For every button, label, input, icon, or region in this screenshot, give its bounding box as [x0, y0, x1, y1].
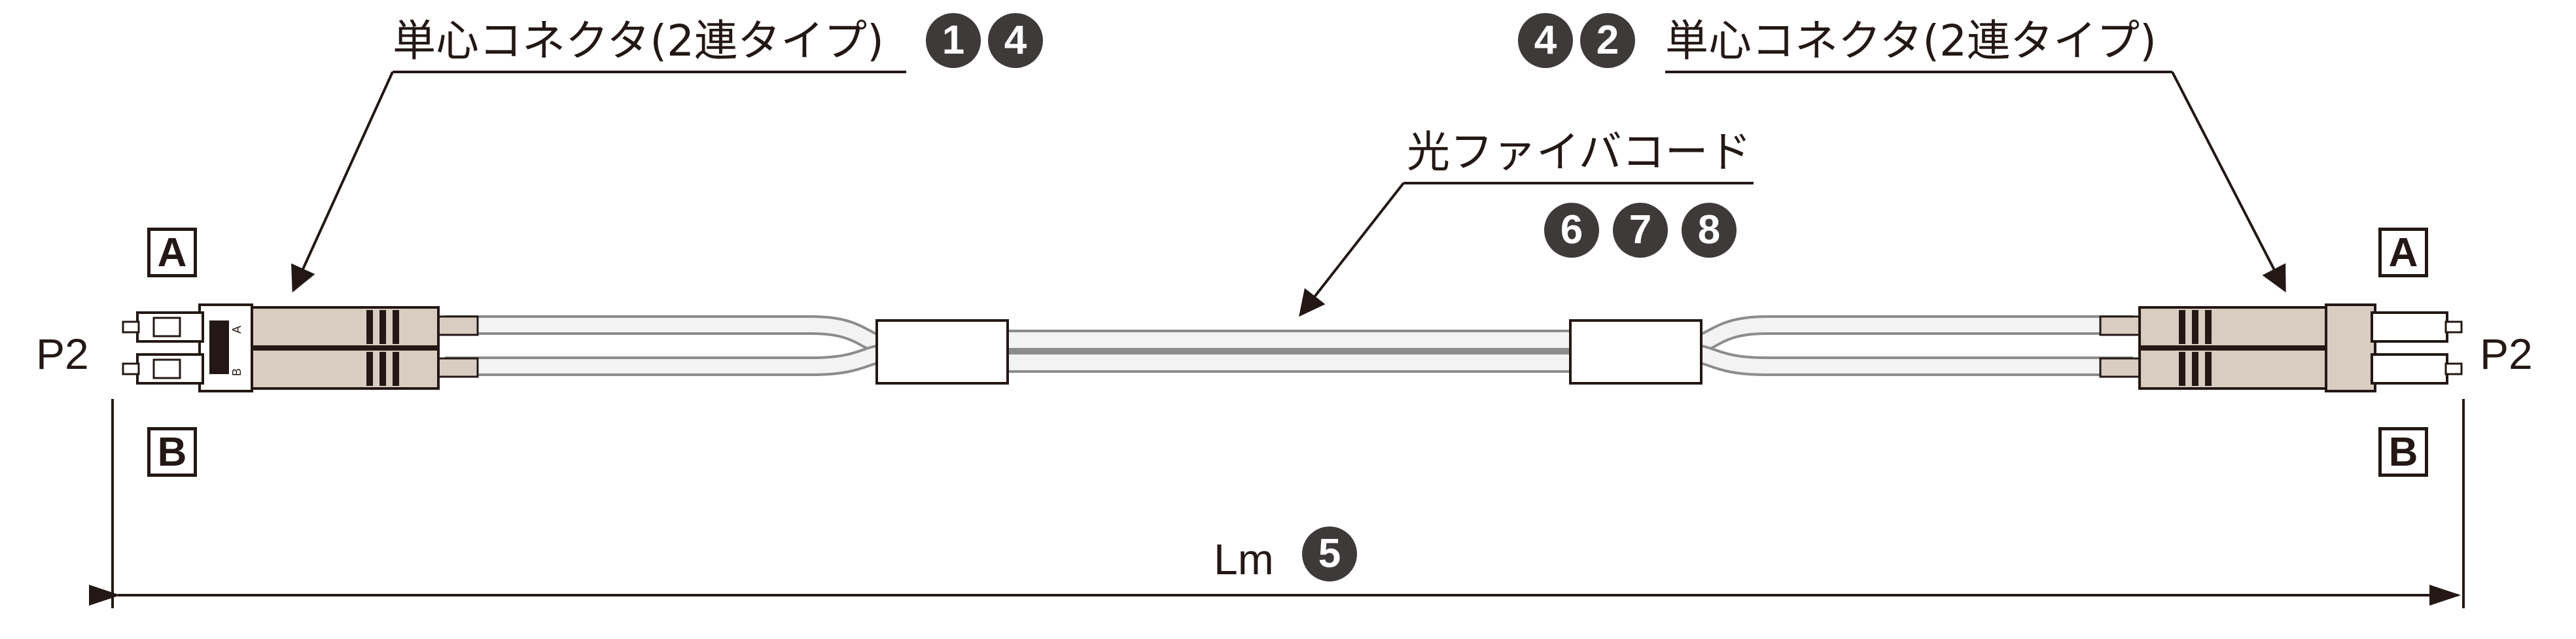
- dimension-line: [89, 399, 2465, 608]
- channel-b-right: B: [2378, 427, 2428, 477]
- badge-length: 5: [1302, 527, 1357, 581]
- port-right-label: P2: [2480, 330, 2533, 378]
- channel-a-left: A: [147, 228, 197, 277]
- plug-mark-b: B: [230, 368, 243, 376]
- badge-left-1: 1: [926, 13, 981, 68]
- connector-right: [2099, 303, 2463, 392]
- connector-left-label: 単心コネクタ(2連タイプ): [393, 16, 884, 66]
- splitter-sleeve-left: [875, 319, 1009, 385]
- splitter-sleeve-right: [1569, 319, 1703, 385]
- plug-mark-a: A: [230, 326, 243, 334]
- connector-left: [122, 303, 479, 392]
- channel-b-left: B: [147, 427, 197, 477]
- badge-fiber-1: 6: [1544, 203, 1599, 258]
- leader-lines: [291, 71, 2286, 317]
- fiber-cord: [445, 315, 2133, 385]
- connector-right-label: 単心コネクタ(2連タイプ): [1665, 16, 2157, 66]
- badge-fiber-3: 8: [1682, 203, 1737, 258]
- badge-fiber-2: 7: [1613, 203, 1668, 258]
- badge-left-2: 4: [988, 13, 1043, 68]
- badge-right-1: 4: [1518, 13, 1573, 68]
- badge-right-2: 2: [1580, 13, 1635, 68]
- port-left-label: P2: [36, 330, 89, 378]
- length-label: Lm: [1214, 535, 1274, 583]
- fiber-cord-label: 光ファイバコード: [1407, 127, 1752, 177]
- channel-a-right: A: [2378, 228, 2428, 277]
